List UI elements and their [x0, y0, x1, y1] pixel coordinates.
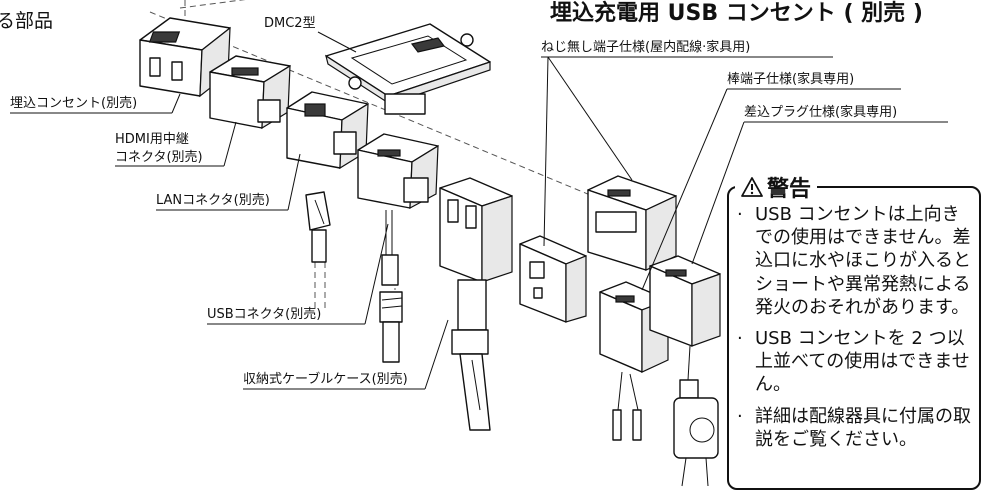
warning-title: 警告 — [735, 171, 818, 203]
warning-item: · USB コンセントを 2 つ以上並べての使用はできません。 — [733, 327, 977, 397]
label-hdmi-line1: HDMI用中継 — [115, 132, 189, 147]
lan-connector — [286, 91, 369, 170]
label-dmc2: DMC2型 — [264, 16, 316, 31]
usb-outlet-screwless — [519, 235, 587, 323]
warning-box — [727, 186, 981, 490]
leader-cable-case — [424, 319, 449, 390]
label-rod: 棒端子仕様(家具専用) — [727, 71, 854, 87]
cable-storage-case — [439, 177, 513, 431]
label-embedded-outlet: 埋込コンセント(別売) — [10, 95, 137, 111]
leader-hdmi — [223, 121, 237, 167]
warning-item-text: USB コンセントは上向きでの使用はできません。差込口に水やほこりが入るとショー… — [755, 204, 971, 318]
warning-item-text: 詳細は配線器具に付属の取説をご覧ください。 — [755, 405, 971, 450]
label-plug: 差込プラグ仕様(家具専用) — [744, 104, 897, 120]
warning-item: · 詳細は配線器具に付属の取説をご覧ください。 — [733, 405, 977, 451]
leader-outlet — [171, 93, 181, 114]
bullet: · — [737, 328, 743, 350]
warning-item: · USB コンセントは上向きでの使用はできません。差込口に水やほこりが入るとショ… — [733, 203, 977, 319]
hdmi-connector — [209, 55, 291, 130]
leader-usb — [364, 223, 389, 325]
usb-outlet-heading: 埋込充電用 USB コンセント ( 別売 ) — [550, 0, 923, 26]
label-screwless: ねじ無し端子仕様(屋内配線·家具用) — [541, 39, 750, 55]
leader-dmc2 — [317, 31, 357, 53]
label-hdmi-line2: コネクタ(別売) — [115, 149, 203, 165]
usb-outlet-plug — [649, 255, 721, 487]
embedded-outlet — [139, 17, 231, 98]
leader-rod — [641, 88, 728, 291]
left-heading: る部品 — [0, 10, 53, 32]
leader-plug — [691, 121, 745, 265]
warning-list: · USB コンセントは上向きでの使用はできません。差込口に水やほこりが入るとショ… — [733, 203, 977, 459]
usb-cable — [379, 210, 403, 363]
usb-connector — [357, 133, 439, 210]
leader-screwless-1 — [543, 56, 549, 247]
leader-screwless-2 — [547, 56, 633, 181]
label-lan: LANコネクタ(別売) — [156, 192, 270, 208]
label-cable-case: 収納式ケーブルケース(別売) — [243, 371, 408, 387]
usb-outlet-main — [587, 175, 677, 271]
leader-lan — [287, 153, 301, 211]
bullet: · — [737, 405, 743, 427]
label-usb: USBコネクタ(別売) — [207, 306, 321, 322]
warning-triangle-icon — [741, 177, 763, 197]
warning-title-text: 警告 — [767, 177, 812, 202]
dmc2-frame — [325, 23, 491, 115]
lan-cable — [305, 191, 331, 263]
warning-item-text: USB コンセントを 2 つ以上並べての使用はできません。 — [755, 328, 970, 396]
bullet: · — [737, 204, 743, 225]
